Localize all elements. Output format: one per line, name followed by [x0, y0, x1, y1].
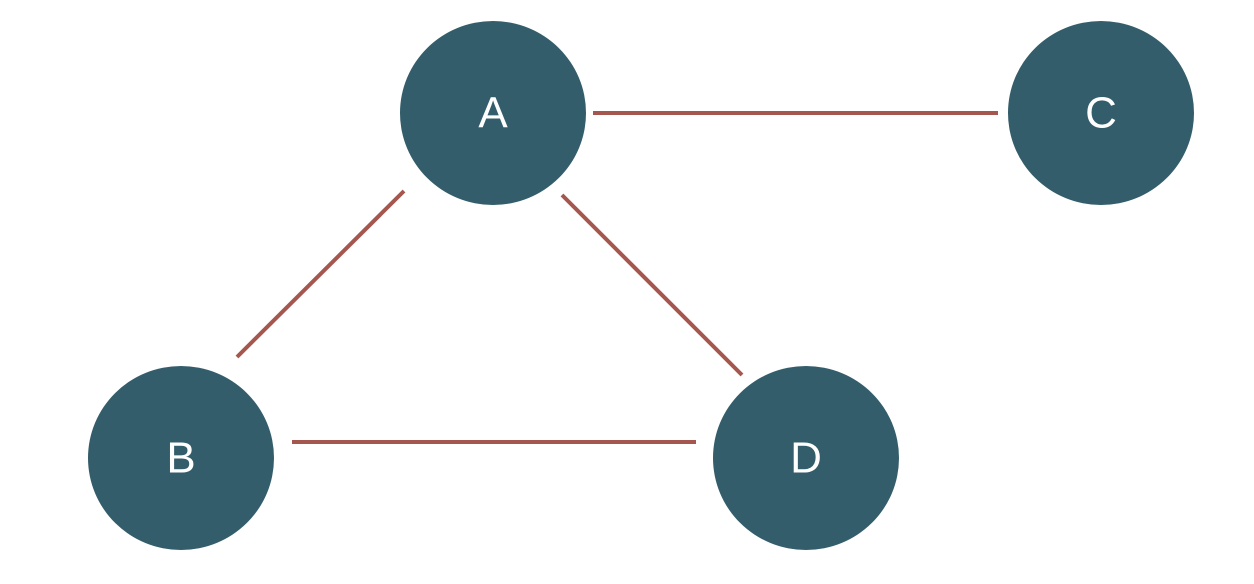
nodes-layer: A B C D — [88, 21, 1194, 550]
node-a-circle — [400, 21, 586, 205]
node-c: C — [1008, 21, 1194, 205]
edges-layer — [235, 111, 998, 444]
node-d-circle — [713, 366, 899, 550]
node-a: A — [400, 21, 586, 205]
node-a-label: A — [478, 89, 508, 138]
node-b-circle — [88, 366, 274, 550]
node-c-label: C — [1085, 89, 1117, 138]
node-b: B — [88, 366, 274, 550]
edge-a-d — [560, 193, 744, 377]
node-d: D — [713, 366, 899, 550]
edge-a-b — [235, 189, 406, 359]
node-c-circle — [1008, 21, 1194, 205]
node-d-label: D — [790, 434, 822, 483]
node-b-label: B — [166, 434, 195, 483]
